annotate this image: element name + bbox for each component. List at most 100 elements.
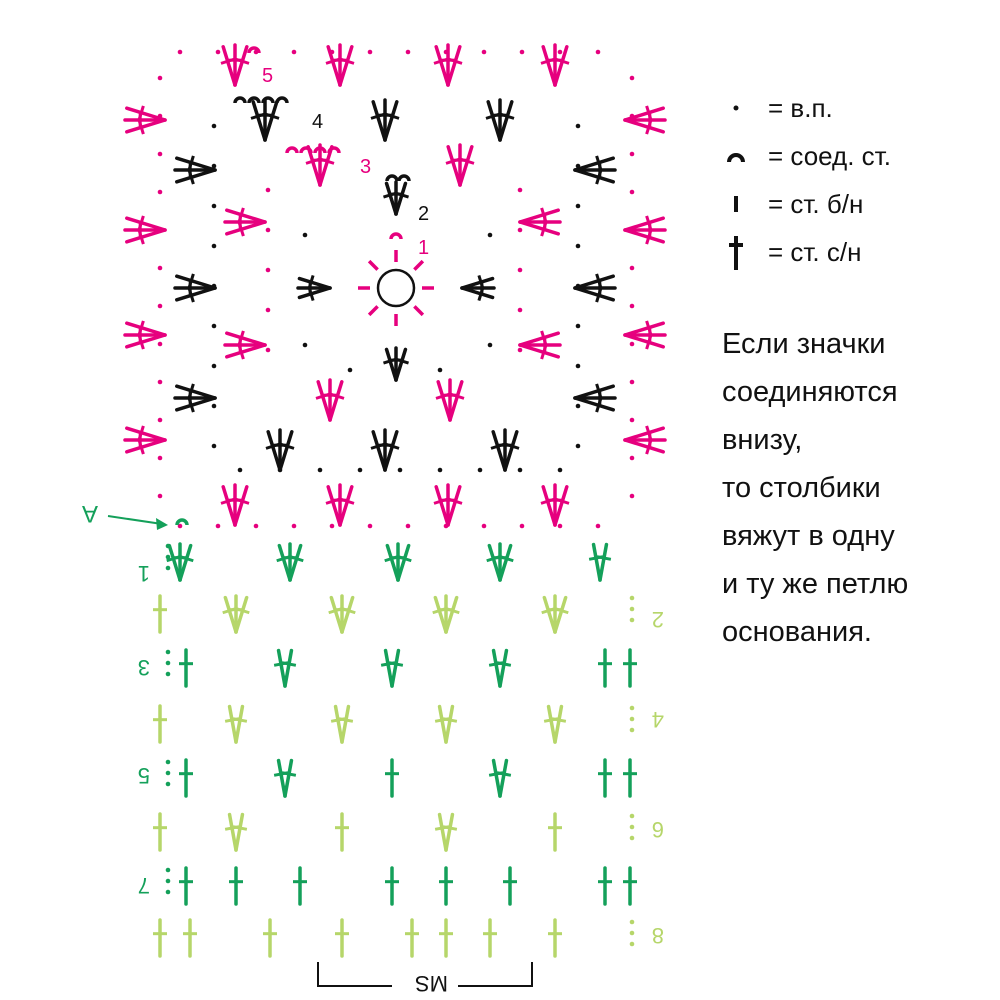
dc-stitch	[542, 595, 557, 634]
dc-stitch	[436, 380, 452, 422]
dc-stitch	[553, 45, 569, 87]
dc-stitch	[328, 380, 344, 422]
dc-cluster	[179, 648, 193, 688]
dc-stitch	[518, 220, 560, 236]
dc-cluster	[518, 207, 562, 237]
chain-dot	[302, 232, 308, 238]
dc-crossbar	[554, 607, 569, 615]
dc-stitch	[175, 156, 217, 172]
dc-cluster	[623, 758, 637, 798]
dc-crossbar	[281, 661, 297, 667]
stripe-row	[153, 594, 635, 634]
dc-cluster	[573, 383, 617, 413]
chain-dot	[157, 341, 163, 347]
stripe-row	[153, 812, 635, 852]
stripe-row	[165, 648, 637, 688]
note-line-1: Если значки	[722, 328, 886, 360]
chain-dot	[215, 49, 221, 55]
dc-stitch	[333, 704, 344, 744]
dc-cluster	[224, 812, 248, 852]
chain-dot	[405, 49, 411, 55]
dc-stitch	[175, 168, 217, 184]
dc-stitch	[446, 485, 462, 527]
dc-stitch	[591, 542, 602, 582]
dc-stitch	[573, 286, 615, 302]
dc-cluster	[623, 105, 667, 135]
row-number-6: 6	[652, 817, 664, 842]
dc-crossbar	[341, 607, 356, 615]
dc-stitch	[486, 100, 502, 142]
chain-dot	[575, 243, 581, 249]
chain-dot	[481, 523, 487, 529]
dc-crossbar	[500, 112, 515, 120]
chain-dot	[157, 189, 163, 195]
round1-chain	[413, 305, 425, 317]
row-number-4: 4	[652, 707, 664, 732]
dc-stitch	[175, 274, 217, 290]
dc-crossbar	[187, 155, 195, 170]
dc-stitch	[383, 648, 394, 688]
dc-stitch	[491, 648, 502, 688]
dc-cluster	[541, 594, 569, 634]
dc-stitch	[518, 343, 560, 359]
dc-cluster	[370, 98, 400, 142]
chain-dot	[165, 759, 171, 765]
dc-stitch	[491, 758, 502, 798]
dc-stitch	[234, 812, 245, 852]
chain-dot	[253, 523, 259, 529]
chain-dot	[329, 523, 335, 529]
dc-stitch	[623, 426, 665, 442]
chart-labels: 1 2 3 4 5 1 2 3 4 5 6 7 8 A MS	[82, 65, 664, 996]
dc-cluster	[385, 758, 399, 798]
stripe-row	[153, 918, 635, 958]
dc-stitch	[498, 543, 513, 582]
dc-cluster	[434, 704, 458, 744]
dc-cluster	[483, 918, 497, 958]
chain-dot	[575, 203, 581, 209]
chain-dot	[487, 342, 493, 348]
chain-dot	[265, 267, 271, 273]
dc-cluster	[273, 758, 297, 798]
chain-dot	[437, 367, 443, 373]
double-crochet-icon	[712, 228, 760, 276]
dc-stitch	[498, 648, 509, 688]
dc-cluster	[173, 273, 217, 303]
legend: = в.п. = соед. ст. = ст. б/н = ст. с/н	[712, 84, 982, 276]
dc-crossbar	[397, 555, 412, 563]
dc-stitch	[225, 331, 267, 347]
dc-stitch	[125, 228, 167, 244]
round-number-3: 3	[360, 156, 371, 178]
dc-crossbar	[235, 497, 250, 505]
dc-stitch	[444, 812, 455, 852]
dc-stitch	[316, 380, 332, 422]
dc-stitch	[125, 106, 167, 122]
chain-dot	[211, 403, 217, 409]
dc-crossbar	[645, 335, 653, 350]
chain-dot	[165, 660, 171, 666]
round1-chain	[413, 259, 425, 271]
chain-dot	[575, 283, 581, 289]
row-number-2: 2	[652, 607, 664, 632]
dc-cluster	[330, 704, 354, 744]
chain-dot	[157, 379, 163, 385]
dc-crossbar	[320, 157, 335, 165]
chain-dot	[517, 307, 523, 313]
dc-cluster	[173, 383, 217, 413]
chain-dot	[165, 867, 171, 873]
dc-cluster	[490, 428, 520, 472]
dc-stitch	[383, 430, 399, 472]
dc-crossbar	[187, 383, 195, 398]
dc-crossbar	[645, 230, 653, 245]
note-line-5: вяжут в одну	[722, 520, 895, 552]
note-line-3: внизу,	[722, 424, 803, 456]
chain-dot	[575, 443, 581, 449]
slip-stitch-arc	[385, 174, 399, 182]
dc-stitch	[225, 208, 267, 224]
dc-crossbar	[450, 392, 465, 400]
chain-dot	[629, 716, 635, 722]
dc-cluster	[598, 866, 612, 906]
start-label: A	[82, 500, 98, 527]
chain-dot	[265, 227, 271, 233]
dc-crossbar	[555, 57, 570, 65]
dc-stitch	[573, 384, 615, 400]
